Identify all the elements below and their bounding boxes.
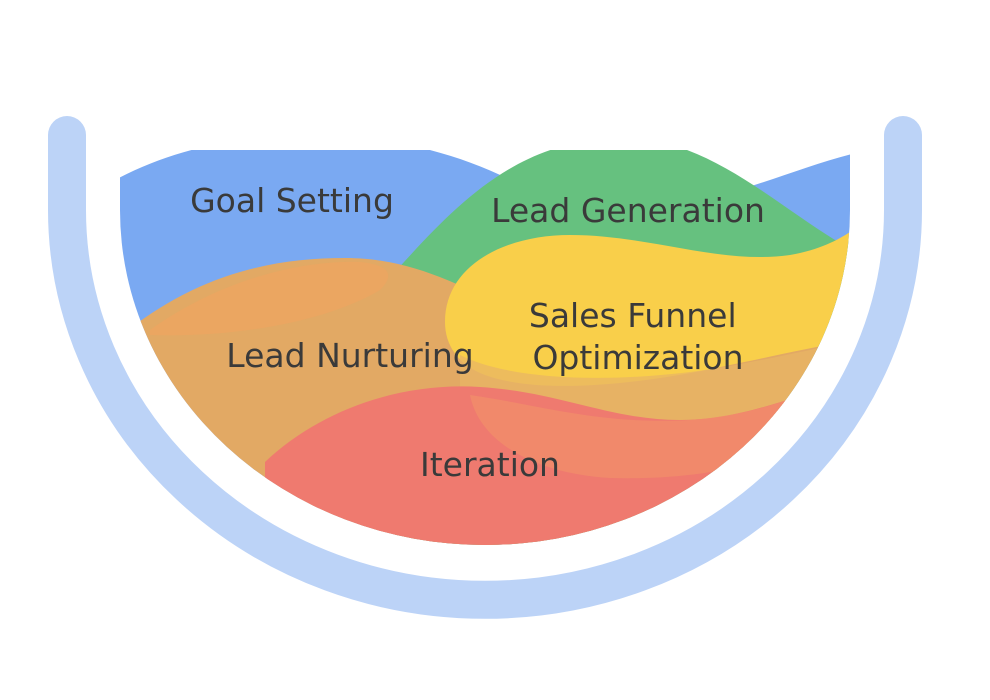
- sales-funnel-optimization-label: Sales Funnel Optimization: [529, 296, 747, 377]
- sales-funnel-wave: [445, 225, 850, 386]
- bowl-rim: [48, 116, 922, 619]
- iteration-overlap: [470, 392, 810, 479]
- goal-setting-label: Goal Setting: [190, 181, 394, 220]
- bowl-contents: [120, 150, 850, 545]
- lead-nurturing-highlight: [150, 261, 389, 336]
- lead-generation-label: Lead Generation: [491, 191, 765, 230]
- lead-nurturing-label: Lead Nurturing: [226, 336, 473, 375]
- iteration-label: Iteration: [420, 445, 560, 484]
